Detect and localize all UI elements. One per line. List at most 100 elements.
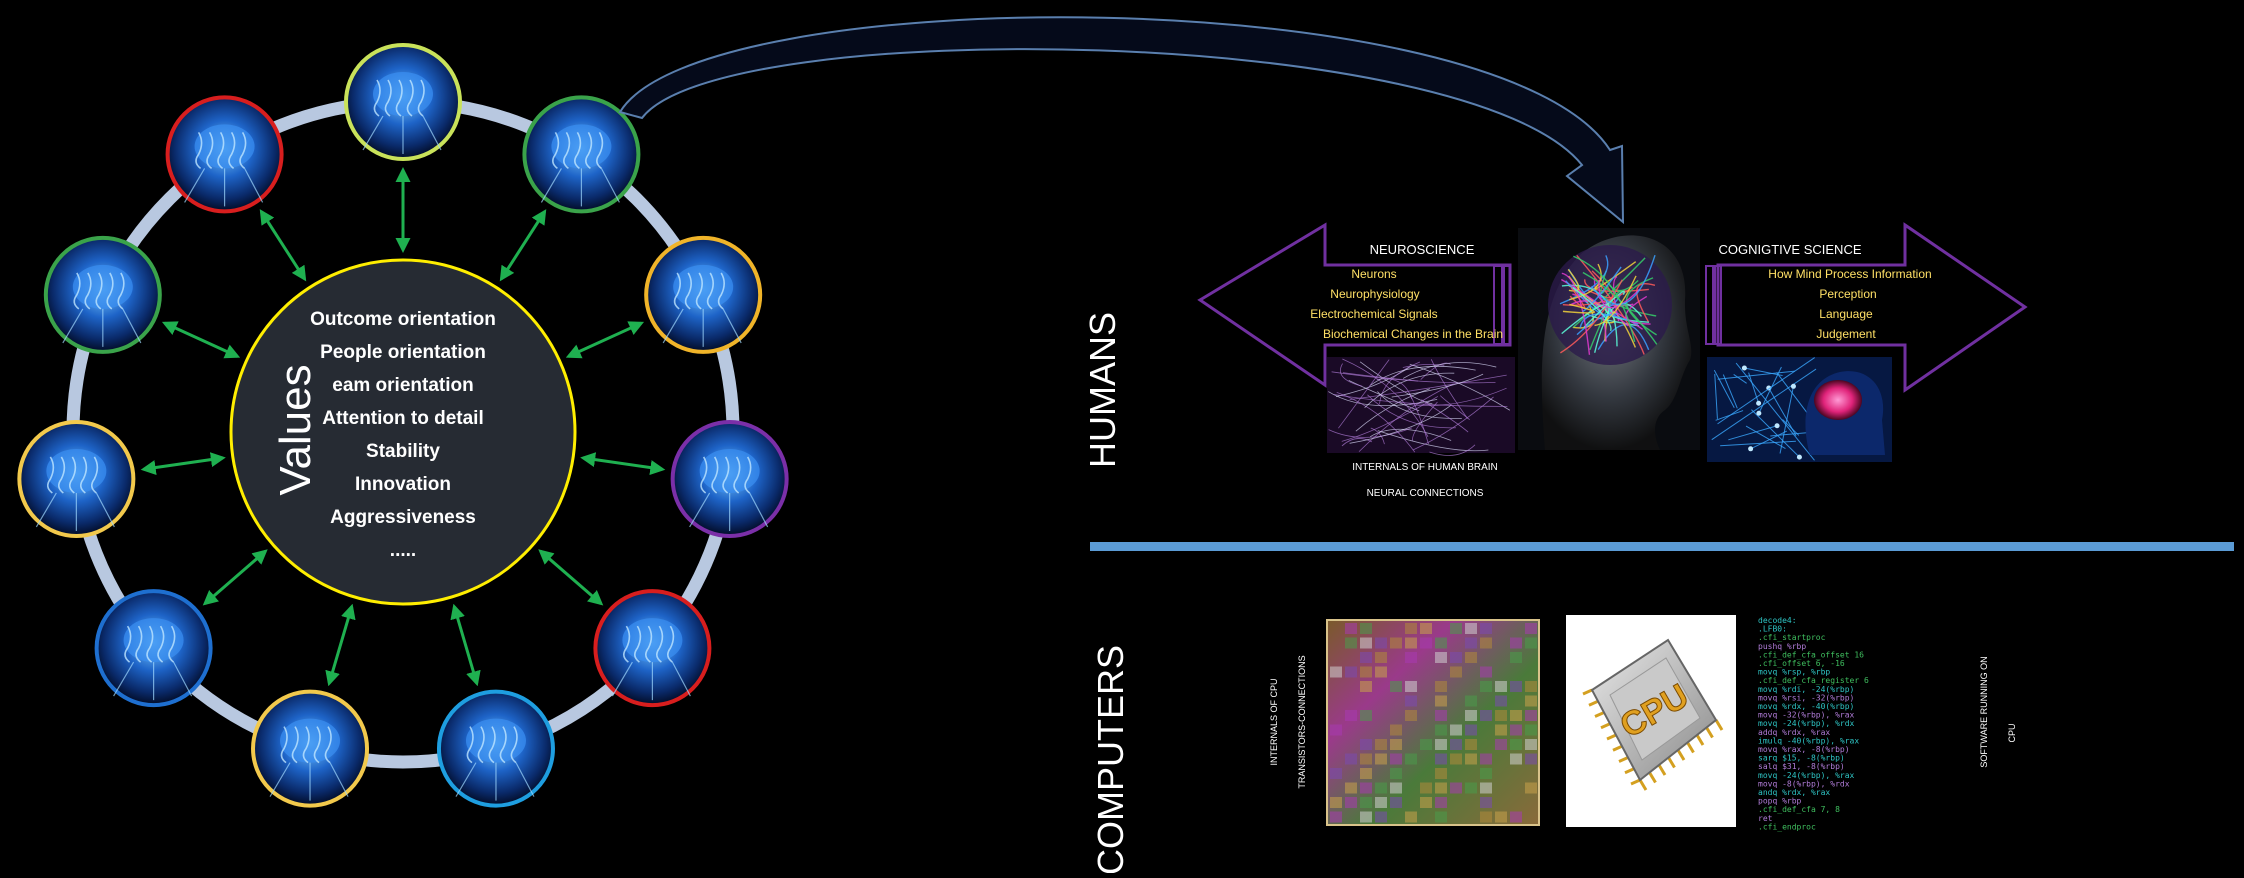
code-line: imulq -40(%rbp), %rax <box>1758 736 1859 745</box>
neuroscience-title: NEUROSCIENCE <box>1370 242 1475 257</box>
spoke-arrow <box>565 321 645 359</box>
code-line: decode4: <box>1758 616 1797 625</box>
neuroscience-item: Biochemical Changes in the Brain <box>1323 327 1503 341</box>
code-line: .cfi_endproc <box>1758 822 1816 831</box>
software-caption-cpu: CPU <box>2007 723 2017 742</box>
code-line: salq $31, -8(%rbp) <box>1758 762 1845 771</box>
cognitive-arrow-tab <box>1705 265 1714 345</box>
values-item: Aggressiveness <box>330 507 476 528</box>
code-line: movq %rsi, -32(%rbp) <box>1758 693 1854 702</box>
code-line: movq %rdi, -24(%rbp) <box>1758 685 1854 694</box>
cognitive-item: Judgement <box>1816 327 1876 341</box>
neural-network-image <box>1327 357 1515 456</box>
cognitive-science-arrow <box>1716 222 2028 393</box>
cpu-internals-caption: INTERNALS OF CPU <box>1269 678 1279 765</box>
code-line: ret <box>1758 814 1773 823</box>
cognitive-item: Perception <box>1819 287 1876 301</box>
brain-satellite <box>593 589 712 708</box>
computers-section: COMPUTERS INTERNALS OF CPU TRANSISTORS-C… <box>1090 615 2017 875</box>
code-line: popq %rbp <box>1758 797 1802 806</box>
brain-satellite <box>344 43 462 161</box>
brain-icon <box>269 718 349 801</box>
neuroscience-item: Neurophysiology <box>1330 287 1419 301</box>
brain-satellite <box>644 235 763 354</box>
brain-satellite <box>436 689 555 808</box>
values-item: Stability <box>366 441 440 462</box>
values-center-circle <box>229 258 577 606</box>
brain-icon <box>184 124 264 207</box>
code-line: sarq $15, -8(%rbp) <box>1758 754 1845 763</box>
code-line: movq %rsp, %rbp <box>1758 668 1830 677</box>
brain-icon <box>62 264 142 347</box>
brain-icon <box>662 264 742 347</box>
cognitive-science-title: COGNIGTIVE SCIENCE <box>1718 242 1861 257</box>
code-line: addq %rdx, %rax <box>1758 728 1830 737</box>
neuroscience-item: Neurons <box>1351 267 1396 281</box>
code-line: movq -8(%rbp), %rdx <box>1758 779 1850 788</box>
spoke-arrow <box>499 209 547 282</box>
code-line: .cfi_def_cfa_register 6 <box>1758 676 1869 685</box>
cognitive-item: Language <box>1819 307 1873 321</box>
spoke-arrows <box>140 167 666 687</box>
brain-icon <box>362 72 442 154</box>
code-line: movq -32(%rbp), %rax <box>1758 711 1855 720</box>
values-item: eam orientation <box>332 375 473 396</box>
neural-connections-caption: NEURAL CONNECTIONS <box>1367 488 1484 499</box>
cognitive-item: How Mind Process Information <box>1768 267 1931 281</box>
spoke-arrow <box>450 603 481 687</box>
brain-icon <box>455 718 535 801</box>
brain-satellites <box>17 43 789 808</box>
spoke-arrow <box>325 603 356 687</box>
neuroscience-arrow-tab <box>1493 265 1503 345</box>
brain-satellite <box>251 689 370 808</box>
cpu-die-image <box>1326 619 1540 826</box>
brain-icon <box>113 618 193 701</box>
transistors-caption: TRANSISTORS-CONNECTIONS <box>1297 655 1307 788</box>
computers-label: COMPUTERS <box>1090 645 1131 873</box>
brain-icon <box>611 618 691 701</box>
cognitive-science-list: How Mind Process InformationPerceptionLa… <box>1768 267 1931 341</box>
brain-satellite <box>670 419 789 538</box>
brain-icon <box>689 448 769 531</box>
code-line: pushq %rbp <box>1758 642 1806 651</box>
values-item: Outcome orientation <box>310 309 496 330</box>
spoke-arrow <box>580 452 666 476</box>
pink-brain-image <box>1707 357 1892 462</box>
values-item: Attention to detail <box>322 408 483 429</box>
brain-satellite <box>165 95 284 214</box>
code-line: .cfi_startproc <box>1758 633 1826 642</box>
brain-internals-caption: INTERNALS OF HUMAN BRAIN <box>1352 462 1498 473</box>
section-divider <box>1090 542 2234 551</box>
head-brain-image <box>1518 228 1700 450</box>
values-item: People orientation <box>320 342 486 363</box>
neuroscience-item: Electrochemical Signals <box>1310 307 1437 321</box>
software-caption: SOFTWARE RUNNING ON <box>1979 656 1989 767</box>
cognitive-arrow-tab <box>1714 265 1722 345</box>
code-line: movq %rdx, -40(%rbp) <box>1758 702 1854 711</box>
spoke-arrow <box>259 209 307 282</box>
spoke-arrow <box>538 549 604 606</box>
code-line: .LFB0: <box>1758 625 1787 634</box>
curved-pointer-arrow <box>618 16 1625 225</box>
code-line: andq %rdx, %rax <box>1758 788 1830 797</box>
brain-icon <box>35 448 115 531</box>
humans-section: HUMANS NEUROSCIENCE NeuronsNeurophysiolo… <box>1082 222 2028 499</box>
humans-label: HUMANS <box>1082 312 1123 468</box>
code-line: movq -24(%rbp), %rdx <box>1758 719 1855 728</box>
code-line: movq -24(%rbp), %rax <box>1758 771 1855 780</box>
values-title: Values <box>271 364 320 495</box>
brain-satellite <box>43 235 162 354</box>
values-item: Innovation <box>355 474 451 495</box>
brain-icon <box>540 124 620 207</box>
cpu-chip-image: CPU <box>1566 615 1736 827</box>
brain-satellite <box>94 589 213 708</box>
code-line: .cfi_def_cfa_offset 16 <box>1758 650 1864 659</box>
neuroscience-arrow-tab <box>1503 265 1511 345</box>
brain-satellite <box>17 419 136 538</box>
spoke-arrow <box>202 549 268 606</box>
code-line: movq %rax, -8(%rbp) <box>1758 745 1850 754</box>
